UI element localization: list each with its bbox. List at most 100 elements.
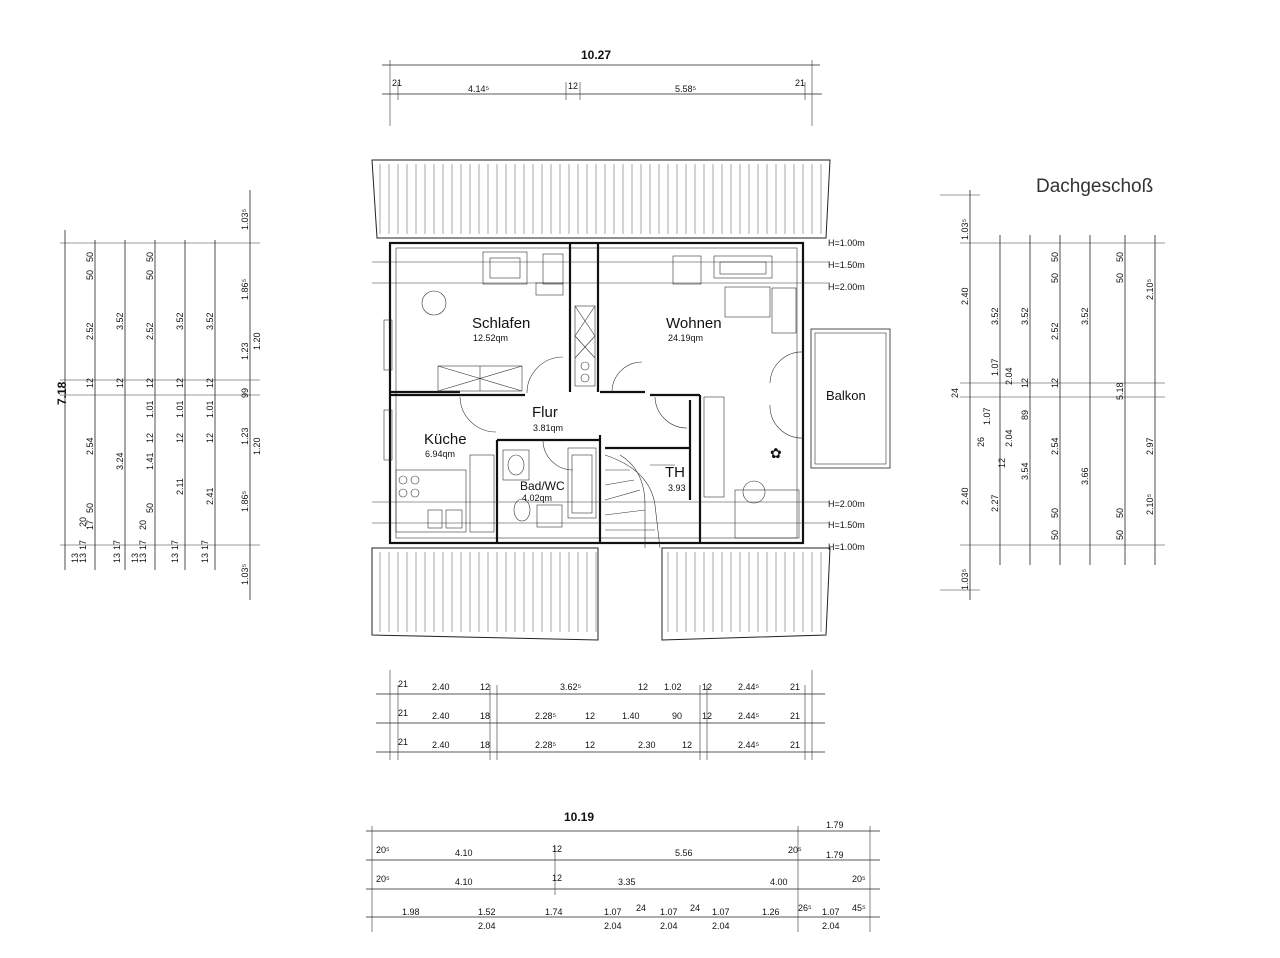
dim-value: 12 bbox=[145, 378, 155, 388]
dim-value: 20 bbox=[138, 520, 148, 530]
dim-value: 3.24 bbox=[115, 452, 125, 470]
dim-value: 21 bbox=[790, 682, 800, 692]
dim-value: 24 bbox=[950, 388, 960, 398]
dim-value: 21 bbox=[392, 78, 402, 88]
dim-value: 20 bbox=[78, 517, 88, 527]
dim-value: 12 bbox=[175, 433, 185, 443]
dim-value: 50 bbox=[1115, 252, 1125, 262]
dim-value: 2.04 bbox=[660, 921, 678, 931]
dim-value: 1.03⁵ bbox=[960, 218, 970, 240]
dim-value: 12 bbox=[1050, 378, 1060, 388]
dim-value: 99 bbox=[240, 388, 250, 398]
dim-value: 4.10 bbox=[455, 877, 473, 887]
dim-value: 50 bbox=[1050, 508, 1060, 518]
dim-value: 2.10⁵ bbox=[1145, 278, 1155, 300]
dim-value: 12 bbox=[997, 458, 1007, 468]
dim-value: 2.52 bbox=[1050, 322, 1060, 340]
dim-value: 13 bbox=[70, 553, 80, 563]
room-label-balkon: Balkon bbox=[826, 388, 866, 403]
dim-value: 2.04 bbox=[478, 921, 496, 931]
dim-value: 50 bbox=[85, 270, 95, 280]
dim-value: 50 bbox=[145, 252, 155, 262]
dim-value: 12 bbox=[145, 433, 155, 443]
dim-value: 12 bbox=[175, 378, 185, 388]
dim-value: 2.97 bbox=[1145, 437, 1155, 455]
dim-value: 1.26 bbox=[762, 907, 780, 917]
dim-value: 1.40 bbox=[622, 711, 640, 721]
dim-value: 21 bbox=[790, 740, 800, 750]
balcony: Balkon bbox=[810, 328, 891, 469]
dim-value: 90 bbox=[672, 711, 682, 721]
dim-value: 5.56 bbox=[675, 848, 693, 858]
height-label: H=1.50m bbox=[828, 520, 865, 530]
room-label-bad: Bad/WC bbox=[520, 479, 565, 493]
plant-icon: ✿ bbox=[770, 445, 782, 461]
dim-value: 17 bbox=[200, 540, 210, 550]
dim-value: 17 bbox=[138, 540, 148, 550]
dim-value: 2.44⁵ bbox=[738, 711, 760, 721]
room-labels: Schlafen 12.52qm Wohnen 24.19qm Küche 6.… bbox=[424, 315, 722, 503]
dim-value: 1.01 bbox=[175, 400, 185, 418]
room-area-flur: 3.81qm bbox=[533, 423, 563, 433]
dim-value: 20⁵ bbox=[788, 845, 802, 855]
dim-value: 12 bbox=[702, 682, 712, 692]
dim-value: 2.30 bbox=[638, 740, 656, 750]
dim-value: 21 bbox=[398, 708, 408, 718]
dim-value: 50 bbox=[85, 503, 95, 513]
dim-value: 12 bbox=[568, 81, 578, 91]
dim-value: 2.27 bbox=[990, 494, 1000, 512]
dim-value: 1.79 bbox=[826, 850, 844, 860]
dim-value: 4.10 bbox=[455, 848, 473, 858]
dim-value: 2.40 bbox=[432, 682, 450, 692]
dim-value: 12 bbox=[552, 873, 562, 883]
dim-value: 1.02 bbox=[664, 682, 682, 692]
dim-value: 1.07 bbox=[660, 907, 678, 917]
room-area-schlafen: 12.52qm bbox=[473, 333, 508, 343]
dim-value: 50 bbox=[1050, 252, 1060, 262]
dim-value: 3.52 bbox=[205, 312, 215, 330]
dim-total-left: 7.18 bbox=[55, 381, 69, 405]
dim-value: 1.03⁵ bbox=[240, 563, 250, 585]
dim-value: 1.79 bbox=[826, 820, 844, 830]
dim-value: 2.04 bbox=[822, 921, 840, 931]
dim-value: 3.54 bbox=[1020, 462, 1030, 480]
dim-value: 2.04 bbox=[1004, 367, 1014, 385]
dim-value: 1.03⁵ bbox=[960, 568, 970, 590]
dim-value: 50 bbox=[1115, 273, 1125, 283]
dim-value: 2.41 bbox=[205, 487, 215, 505]
dim-value: 21 bbox=[790, 711, 800, 721]
dim-value: 3.52 bbox=[175, 312, 185, 330]
roof-top bbox=[371, 159, 831, 239]
dim-value: 1.07 bbox=[982, 407, 992, 425]
dim-value: 1.20 bbox=[252, 437, 262, 455]
height-label: H=1.00m bbox=[828, 542, 865, 552]
dim-value: 12 bbox=[585, 740, 595, 750]
dim-value: 50 bbox=[145, 503, 155, 513]
dim-value: 1.41 bbox=[145, 452, 155, 470]
height-label: H=2.00m bbox=[828, 499, 865, 509]
dim-value: 12 bbox=[480, 682, 490, 692]
dim-value: 1.74 bbox=[545, 907, 563, 917]
dim-value: 2.52 bbox=[145, 322, 155, 340]
dim-value: 1.20 bbox=[252, 332, 262, 350]
room-area-kueche: 6.94qm bbox=[425, 449, 455, 459]
dim-value: 1.01 bbox=[145, 400, 155, 418]
dim-value: 24 bbox=[690, 903, 700, 913]
room-area-wohnen: 24.19qm bbox=[668, 333, 703, 343]
room-label-th: TH bbox=[665, 464, 685, 481]
dim-value: 12 bbox=[638, 682, 648, 692]
height-labels-bottom: H=2.00m H=1.50m H=1.00m bbox=[828, 499, 865, 552]
dim-value: 4.14⁵ bbox=[468, 84, 490, 94]
height-label: H=1.00m bbox=[828, 238, 865, 248]
dim-value: 1.07 bbox=[990, 358, 1000, 376]
dim-value: 3.52 bbox=[1020, 307, 1030, 325]
dim-value: 2.10⁵ bbox=[1145, 493, 1155, 515]
dim-value: 13 bbox=[138, 553, 148, 563]
dim-value: 20⁵ bbox=[376, 845, 390, 855]
dim-value: 17 bbox=[78, 540, 88, 550]
top-dimension-chain: 10.27 21 4.14⁵ 12 5.58⁵ 21 bbox=[382, 48, 822, 126]
dim-value: 12 bbox=[682, 740, 692, 750]
dim-total-top: 10.27 bbox=[581, 48, 611, 62]
dim-value: 2.04 bbox=[604, 921, 622, 931]
dim-value: 2.44⁵ bbox=[738, 740, 760, 750]
